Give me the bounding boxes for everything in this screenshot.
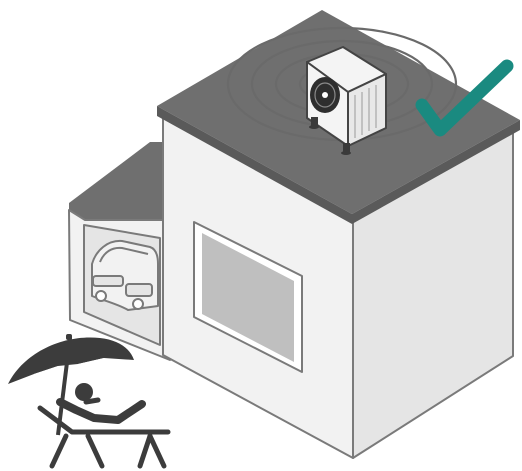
house-roof-edge-front: [157, 106, 352, 224]
checkmark-icon: [415, 59, 514, 137]
heat-pump-unit: [306, 46, 387, 155]
garage: [68, 142, 171, 361]
garage-roof: [69, 142, 170, 220]
house-roof-edge-side: [352, 120, 520, 224]
car: [91, 239, 159, 311]
fan-icon: [310, 77, 340, 113]
parasol: [8, 334, 134, 436]
house-window: [193, 221, 303, 373]
sun-lounger-person: [37, 383, 171, 469]
house: [157, 10, 520, 459]
